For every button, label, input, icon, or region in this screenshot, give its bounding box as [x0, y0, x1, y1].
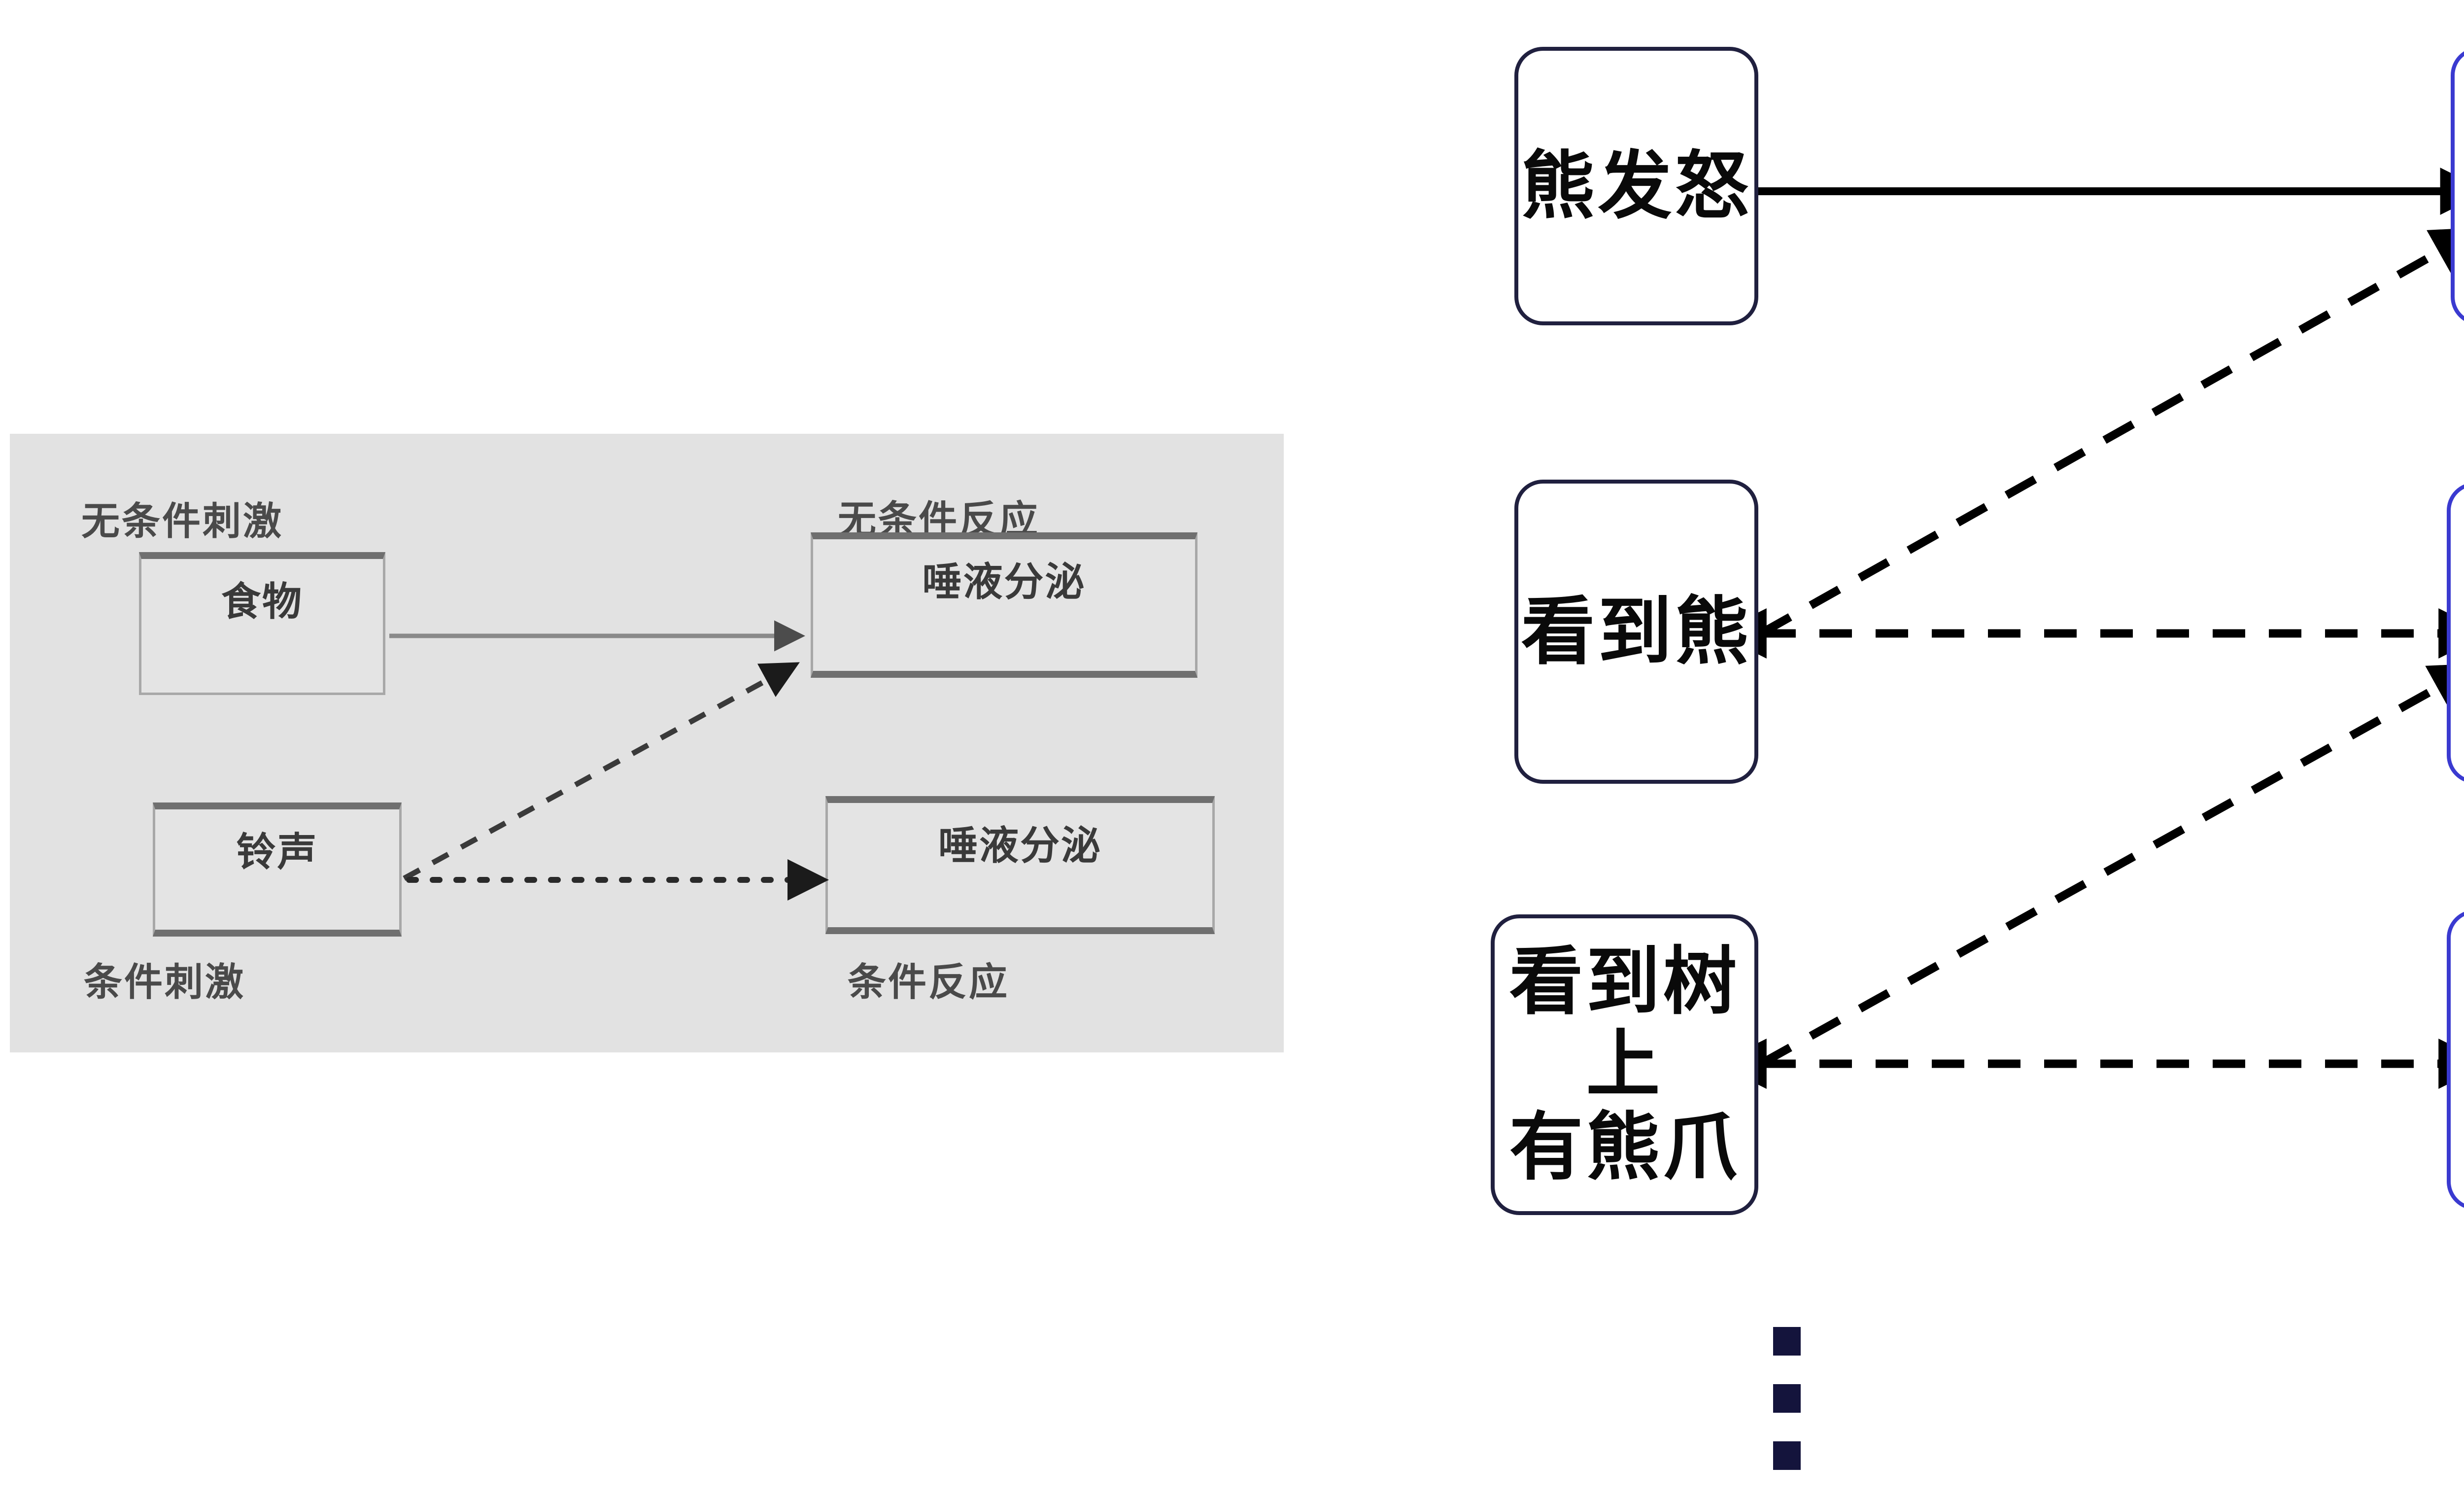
node-see-bear-label: 看到熊 [1521, 589, 1752, 675]
label-unconditioned-stimulus: 无条件刺激 [81, 499, 284, 544]
node-bear-angry[interactable]: 熊发怒 [1514, 47, 1758, 325]
node-reward[interactable]: 奖励 [2451, 47, 2464, 325]
cc-box-salivation-1: 唾液分泌 [811, 532, 1198, 678]
ellipsis-dot [1773, 1384, 1801, 1413]
ellipsis-dot [1773, 1441, 1801, 1470]
classical-conditioning-panel: 无条件刺激 无条件反应 条件刺激 条件反应 食物 铃声 唾液分泌 唾液分泌 [10, 434, 1284, 1052]
cc-box-salivation-1-label: 唾液分泌 [922, 559, 1086, 605]
node-claw-line-1: 看到树上 [1509, 939, 1740, 1108]
cc-box-food-label: 食物 [221, 579, 303, 625]
node-claw-line-2: 有熊爪 [1509, 1105, 1740, 1190]
cc-box-bell-label: 铃声 [236, 829, 318, 875]
cc-box-bell: 铃声 [153, 802, 402, 937]
node-see-claw-on-tree[interactable]: 看到树上 有熊爪 [1491, 914, 1758, 1215]
cc-box-salivation-2-label: 唾液分泌 [938, 823, 1102, 869]
label-conditioned-stimulus: 条件刺激 [84, 960, 246, 1005]
ellipsis-dot [1773, 1327, 1801, 1356]
node-see-claw-on-tree-label: 看到树上 有熊爪 [1495, 941, 1754, 1189]
node-bear-angry-label: 熊发怒 [1521, 143, 1752, 229]
cc-box-food: 食物 [139, 552, 385, 695]
ellipsis-state-column [1773, 1327, 1801, 1470]
edge-see-bear-to-reward [1759, 227, 2464, 637]
node-value-s-prime[interactable]: V(s′) [2447, 482, 2464, 784]
edge-claw-to-vsprime [1759, 663, 2464, 1067]
node-value-s[interactable]: V(s) [2447, 909, 2464, 1210]
node-see-bear[interactable]: 看到熊 [1514, 480, 1758, 784]
label-conditioned-response: 条件反应 [848, 960, 1010, 1005]
